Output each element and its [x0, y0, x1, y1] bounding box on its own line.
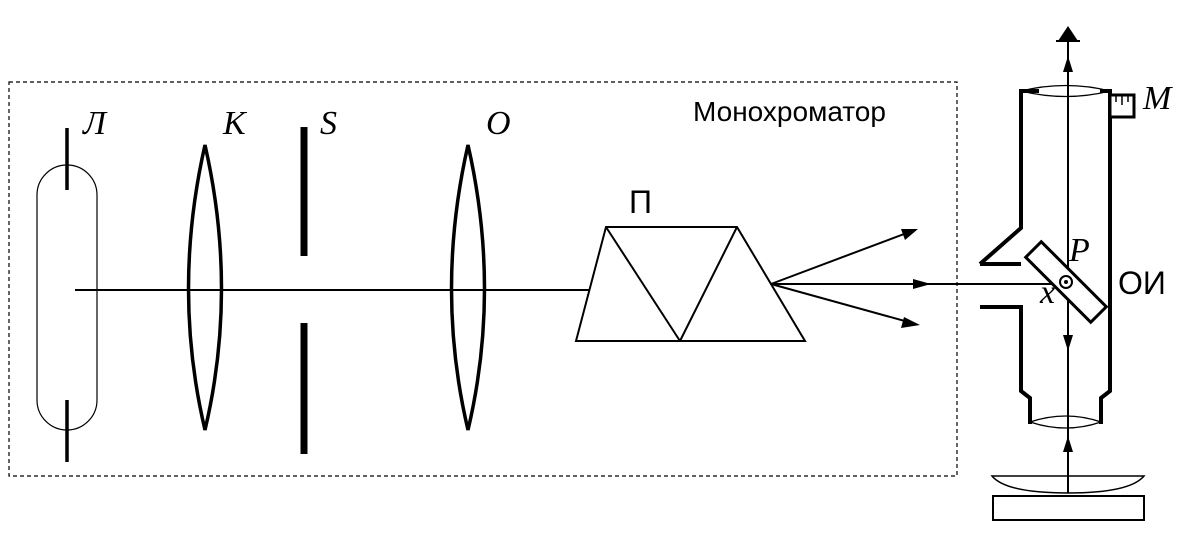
ray-lower-arrowhead: [901, 317, 920, 328]
sample-plano-convex-lens: [990, 475, 1146, 494]
prism-inner-edge-1: [605, 226, 681, 342]
objective-label: O: [486, 105, 511, 142]
microscope-tube-left-wall-lower: [980, 305, 1032, 424]
slit: S: [300, 105, 337, 454]
slit-label: S: [320, 105, 337, 142]
eyepiece-lens: [1020, 84, 1111, 98]
ray-central-arrowhead: [913, 279, 931, 289]
axis-arrow-down-middle: [1063, 335, 1073, 351]
measuring-microscope: P x M ОИ: [978, 26, 1173, 521]
prism-outline: [574, 226, 807, 342]
microscope-tube-right-wall: [1099, 89, 1112, 424]
plate-pivot-dot: [1064, 280, 1068, 284]
microscope-objective-lens: [1027, 415, 1104, 429]
stage-plate: [992, 495, 1145, 521]
condenser-lens: K: [186, 105, 248, 431]
plate-label: P: [1068, 232, 1090, 269]
condenser-label: K: [222, 105, 248, 142]
condenser-lens-shape: [186, 144, 224, 431]
objective-lens: O: [449, 105, 511, 431]
position-label: x: [1039, 274, 1055, 311]
eye-icon-shape: [1058, 26, 1078, 41]
prism-label: П: [629, 184, 652, 220]
dispersing-prism: П: [574, 184, 807, 342]
axis-arrow-up-bottom: [1063, 436, 1073, 452]
dispersed-rays: [770, 229, 1063, 328]
microscope-tube-left-wall: [978, 89, 1039, 266]
objective-lens-shape: [449, 144, 487, 431]
monochromator-label: Монохроматор: [693, 96, 886, 127]
micrometer-scale: [1108, 93, 1136, 119]
ray-upper: [770, 230, 913, 285]
ray-lower: [770, 283, 913, 324]
lamp-label: Л: [82, 105, 108, 142]
axis-arrow-up-top: [1063, 56, 1073, 72]
eye-icon: [1056, 26, 1080, 42]
monochromator-box: [8, 81, 958, 477]
micrometer-label: M: [1142, 80, 1173, 117]
ray-upper-arrowhead: [901, 229, 918, 240]
microscope-label: ОИ: [1118, 265, 1166, 301]
lamp: Л: [36, 105, 108, 462]
prism-inner-edge-2: [679, 226, 738, 342]
lamp-bulb: [36, 164, 98, 431]
